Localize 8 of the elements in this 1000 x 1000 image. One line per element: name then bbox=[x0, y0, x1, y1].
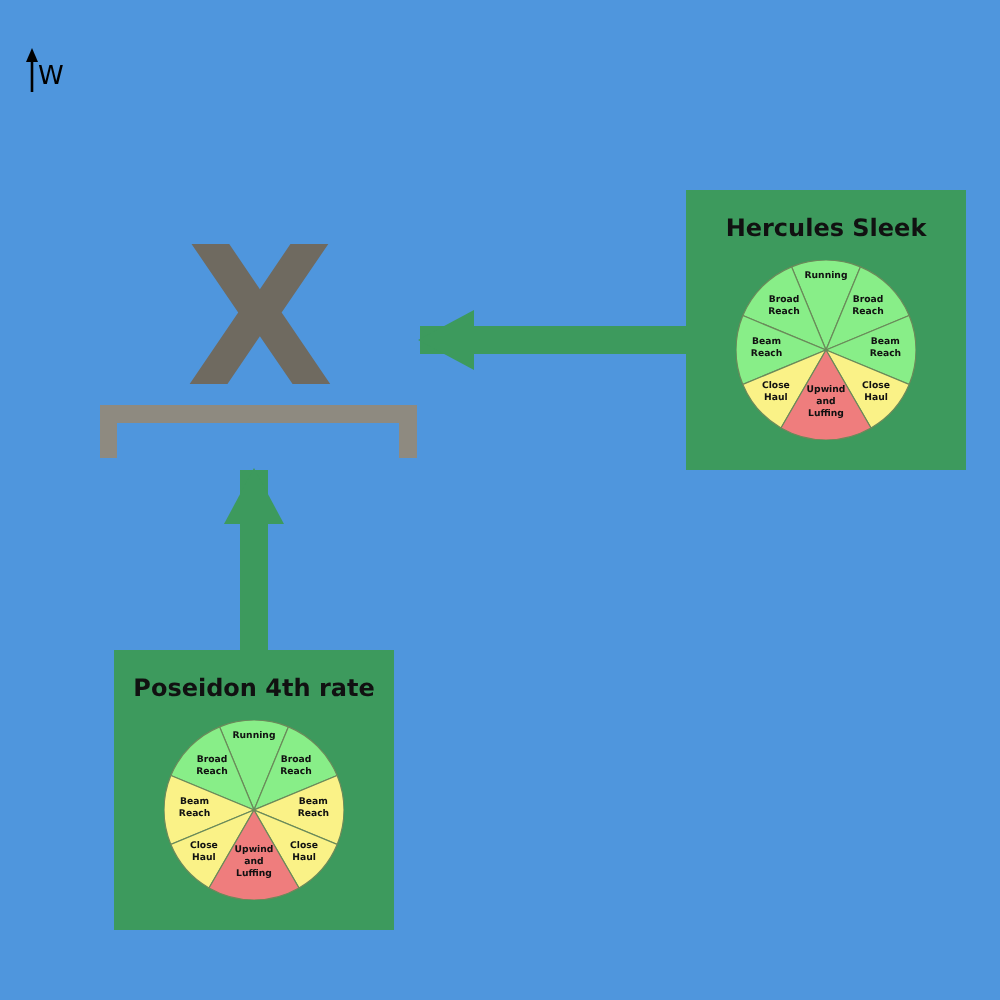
target-marker: X bbox=[183, 222, 336, 414]
arrow bbox=[224, 468, 284, 650]
arrow bbox=[418, 310, 686, 370]
ship-name: Poseidon 4th rate bbox=[131, 674, 377, 702]
ship-card bbox=[686, 190, 966, 470]
ship-card bbox=[114, 650, 394, 930]
wind-label: W bbox=[38, 62, 64, 92]
ship-name: Hercules Sleek bbox=[723, 214, 929, 242]
